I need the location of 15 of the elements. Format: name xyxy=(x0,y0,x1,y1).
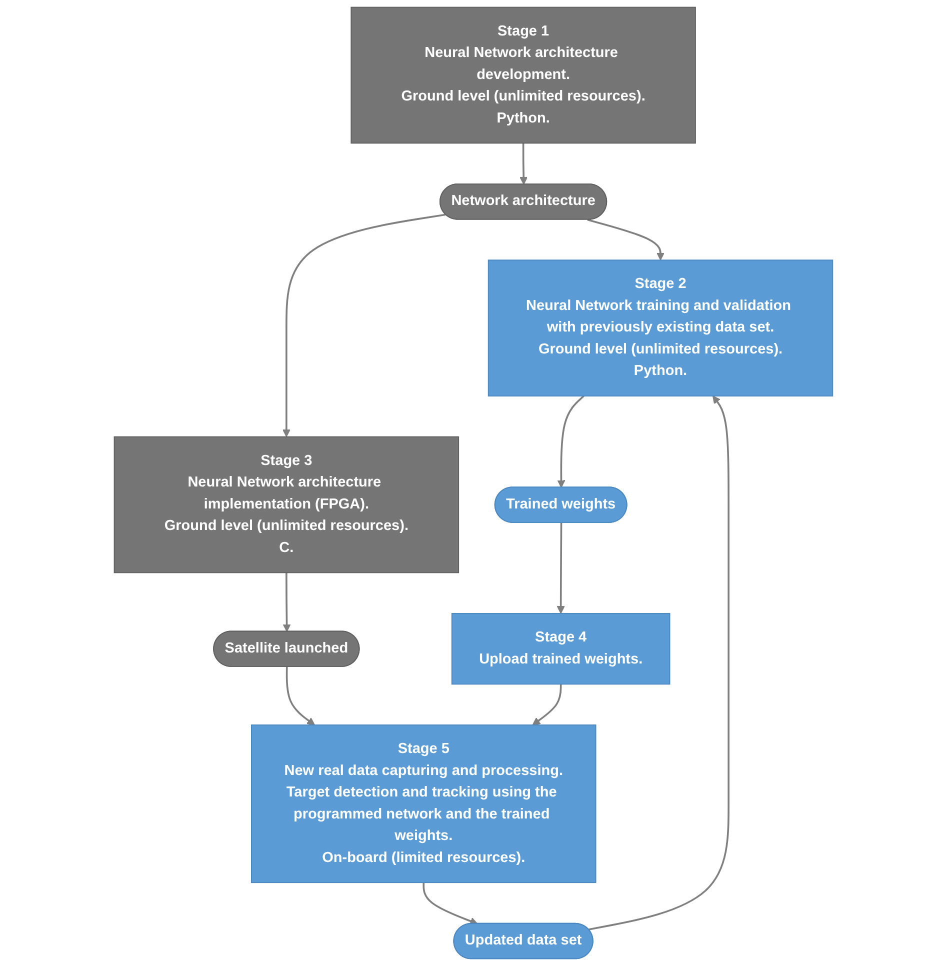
node-box: Stage 3 Neural Network architecture implementation (FPGA). Ground level (unlimited resources). C. xyxy=(114,436,460,574)
node-box: Stage 2 Neural Network training and validation with previously existing data set. Ground level (unlimited resources). Python. xyxy=(488,260,834,396)
arrow xyxy=(520,143,528,185)
node-box: Stage 1 Neural Network architecture development. Ground level (unlimited resources). Python. xyxy=(350,6,696,144)
arrow xyxy=(282,214,446,438)
arrow xyxy=(422,882,478,925)
arrow xyxy=(557,395,584,488)
node-box: Stage 5 New real data capturing and processing. Target detection and tracking using the programmed network and the trained weights. On-board (limited resources). xyxy=(251,724,596,884)
arrow xyxy=(286,666,315,726)
arrow xyxy=(532,684,562,726)
arrow xyxy=(587,218,665,260)
arrow xyxy=(588,396,730,930)
arrow xyxy=(556,522,565,614)
arrow xyxy=(282,572,291,632)
node-box: Stage 4 Upload trained weights. xyxy=(451,613,670,685)
